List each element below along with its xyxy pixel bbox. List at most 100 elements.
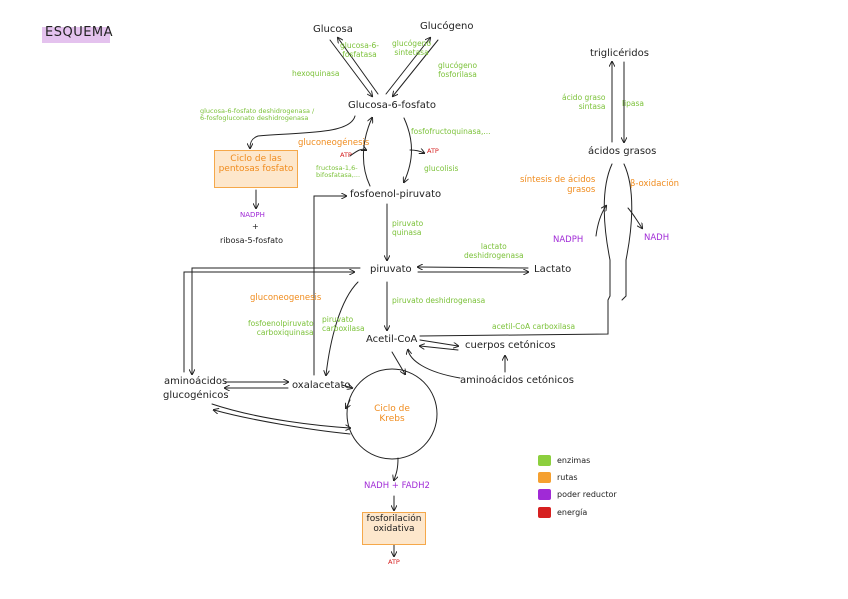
energy-atp-oxfos: ATP bbox=[388, 558, 400, 566]
metabolite-aminoacidos-glucogenicos-1: aminoácidos bbox=[164, 376, 228, 387]
route-ciclo-krebs: Ciclo de Krebs bbox=[372, 404, 412, 425]
enzyme-line: deshidrogenasa bbox=[464, 250, 524, 260]
spindle-left bbox=[603, 163, 613, 297]
enzyme-line: bifosfatasa,... bbox=[316, 171, 361, 180]
enzyme-hexoquinasa: hexoquinasa bbox=[292, 69, 340, 78]
arrow-glucogeno-to-g6p bbox=[393, 39, 439, 96]
route-line: Ciclo de las bbox=[230, 154, 282, 164]
route-sintesis-acidos-grasos: síntesis de ácidos grasos bbox=[520, 175, 596, 196]
arrow-piruvato-to-oxal bbox=[326, 281, 359, 375]
power-nadh-fadh2: NADH + FADH2 bbox=[364, 481, 430, 491]
route-line: síntesis de ácidos bbox=[520, 175, 596, 185]
enzyme-line: glucógeno bbox=[438, 61, 478, 70]
route-gluconeogenesis-mid: gluconeogenesis bbox=[250, 293, 322, 303]
power-nadph-acidos-grasos: NADPH bbox=[553, 235, 584, 245]
arrow-g6p-to-glucosa bbox=[338, 38, 379, 95]
arrow-piruvato-to-aa bbox=[192, 267, 361, 374]
enzyme-line: fosforilasa bbox=[438, 69, 477, 79]
route-ciclo-pentosas: Ciclo de las pentosas fosfato bbox=[214, 154, 298, 175]
enzyme-line: fosfoenolpiruvato bbox=[248, 319, 314, 328]
enzyme-line: glucosa-6- bbox=[340, 41, 379, 50]
enzyme-line: carboxilasa bbox=[322, 323, 365, 333]
arrow-cuerpos-to-acetilcoa bbox=[420, 346, 459, 351]
arrow-acetilcoa-to-cuerpos bbox=[419, 339, 458, 346]
route-gluconeogenesis-top: gluconeogénesis bbox=[298, 138, 370, 148]
metabolite-lactato: Lactato bbox=[534, 264, 572, 275]
power-nadh-beta: NADH bbox=[644, 233, 670, 243]
route-line: oxidativa bbox=[373, 524, 415, 535]
metabolite-aminoacidos-glucogenicos-2: glucogénicos bbox=[163, 390, 229, 401]
enzyme-piruvato-deshidrogenasa: piruvato deshidrogenasa bbox=[392, 296, 486, 305]
enzyme-lactato-deshidrogenasa: lactato deshidrogenasa bbox=[464, 242, 524, 260]
enzyme-line: glucosa-6-fosfato deshidrogenasa / bbox=[200, 107, 315, 115]
enzyme-acido-graso-sintasa: ácido graso sintasa bbox=[562, 93, 606, 111]
enzyme-piruvato-quinasa: piruvato quinasa bbox=[392, 219, 424, 237]
arrow-acetilcoa-to-ag bbox=[419, 295, 611, 337]
legend-swatch-rutas bbox=[538, 472, 551, 483]
metabolite-glucosa: Glucosa bbox=[313, 24, 353, 35]
krebs-cycle-circle bbox=[346, 368, 438, 460]
legend-label-energia: energía bbox=[557, 508, 588, 517]
enzyme-line: fosfatasa bbox=[342, 49, 377, 59]
enzyme-line: glucógeno bbox=[392, 39, 432, 48]
enzyme-line: carboxiquinasa bbox=[256, 327, 314, 337]
page-title: ESQUEMA bbox=[45, 25, 114, 40]
enzyme-piruvato-carboxilasa: piruvato carboxilasa bbox=[322, 315, 365, 333]
enzyme-line: lactato bbox=[480, 242, 507, 251]
metabolite-fosfoenol-piruvato: fosfoenol-piruvato bbox=[350, 189, 442, 200]
metabolite-acidos-grasos: ácidos grasos bbox=[588, 146, 657, 157]
enzyme-line: piruvato bbox=[392, 219, 424, 228]
route-fosforilacion-oxidativa: fosforilación oxidativa bbox=[362, 514, 426, 535]
enzyme-g6p-deshidrogenasa: glucosa-6-fosfato deshidrogenasa / 6-fos… bbox=[200, 107, 315, 123]
arrow-aa-to-piruvato bbox=[183, 272, 354, 373]
enzyme-acetil-coa-carboxilasa: acetil-CoA carboxilasa bbox=[492, 322, 576, 331]
route-line: fosforilación bbox=[366, 514, 422, 524]
metabolite-ribosa-5-fosfato: ribosa-5-fosfato bbox=[220, 236, 284, 245]
metabolite-glucogeno: Glucógeno bbox=[420, 21, 474, 32]
route-line: Krebs bbox=[379, 414, 405, 425]
legend-swatch-energia bbox=[538, 507, 551, 518]
enzyme-glucogeno-fosforilasa: glucógeno fosforilasa bbox=[438, 61, 478, 79]
arrow-krebs-to-nadh bbox=[394, 457, 399, 480]
legend-label-enzimas: enzimas bbox=[557, 456, 591, 465]
arrow-nadph-to-synthesis bbox=[595, 206, 606, 237]
enzyme-fructosa-bifosfatasa: fructosa-1,6- bifosfatasa,... bbox=[316, 164, 361, 180]
power-nadph-pentosas: NADPH bbox=[240, 211, 265, 219]
enzyme-line: quinasa bbox=[392, 227, 422, 237]
route-beta-oxidacion: β-oxidación bbox=[630, 179, 680, 189]
energy-atp-glucolisis: ATP bbox=[427, 147, 439, 155]
enzyme-line: 6-fosfogluconato deshidrogenasa bbox=[200, 114, 309, 123]
enzyme-line: sintasa bbox=[578, 101, 606, 111]
arrow-krebs-to-aa bbox=[214, 410, 351, 435]
arrow-glucosa-to-g6p bbox=[329, 39, 372, 96]
enzyme-lipasa: lipasa bbox=[622, 99, 645, 108]
metabolite-trigliceridos: triglicéridos bbox=[590, 48, 649, 59]
energy-atp-gluconeogenesis: ATP bbox=[340, 151, 352, 159]
arrow-oxal-to-pep bbox=[313, 196, 346, 376]
arrow-oxal-to-krebs bbox=[341, 385, 352, 388]
arrow-betaox-to-nadh bbox=[627, 207, 642, 228]
box-ciclo-pentosas bbox=[214, 150, 298, 188]
legend-label-rutas: rutas bbox=[557, 473, 578, 482]
metabolite-piruvato: piruvato bbox=[370, 264, 412, 275]
legend-label-poder-reductor: poder reductor bbox=[557, 490, 617, 499]
arrow-atp-glucolisis bbox=[409, 150, 424, 153]
enzyme-glucosa-6-fosfatasa: glucosa-6- fosfatasa bbox=[340, 41, 379, 59]
box-fosforilacion-oxidativa bbox=[362, 512, 426, 545]
enzyme-line: sintetasa bbox=[394, 47, 429, 57]
enzyme-line: piruvato bbox=[322, 315, 354, 324]
metabolite-oxalacetato: oxalacetato bbox=[292, 380, 351, 391]
arrow-lactato-to-piruvato bbox=[418, 267, 529, 268]
enzyme-pep-carboxiquinasa: fosfoenolpiruvato carboxiquinasa bbox=[248, 319, 314, 337]
spindle-right bbox=[621, 163, 633, 301]
route-line: pentosas fosfato bbox=[218, 164, 294, 175]
arrow-atp-gluconeo bbox=[349, 149, 366, 157]
enzyme-glucogeno-sintetasa: glucógeno sintetasa bbox=[392, 39, 432, 57]
title-highlight bbox=[42, 27, 110, 43]
metabolite-acetil-coa: Acetil-CoA bbox=[366, 334, 418, 345]
enzyme-line: ácido graso bbox=[562, 93, 606, 102]
enzyme-fosfofructoquinasa: fosfofructoquinasa,... bbox=[411, 127, 491, 136]
plus-sign: + bbox=[252, 222, 259, 231]
